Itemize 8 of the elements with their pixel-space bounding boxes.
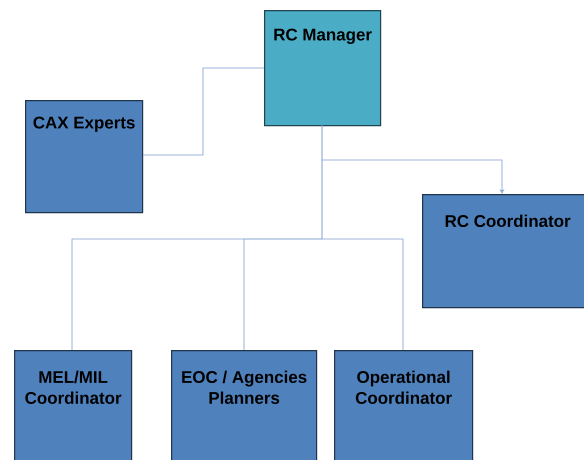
connector (322, 124, 404, 350)
connector (142, 68, 264, 156)
org-box: Operational Coordinator (334, 350, 474, 460)
org-box: MEL/MIL Coordinator (14, 350, 132, 460)
org-box: EOC / Agencies Planners (171, 350, 318, 460)
org-box: RC Manager (264, 10, 382, 126)
org-box: CAX Experts (25, 100, 144, 214)
org-box: RC Coordinator (422, 194, 584, 308)
